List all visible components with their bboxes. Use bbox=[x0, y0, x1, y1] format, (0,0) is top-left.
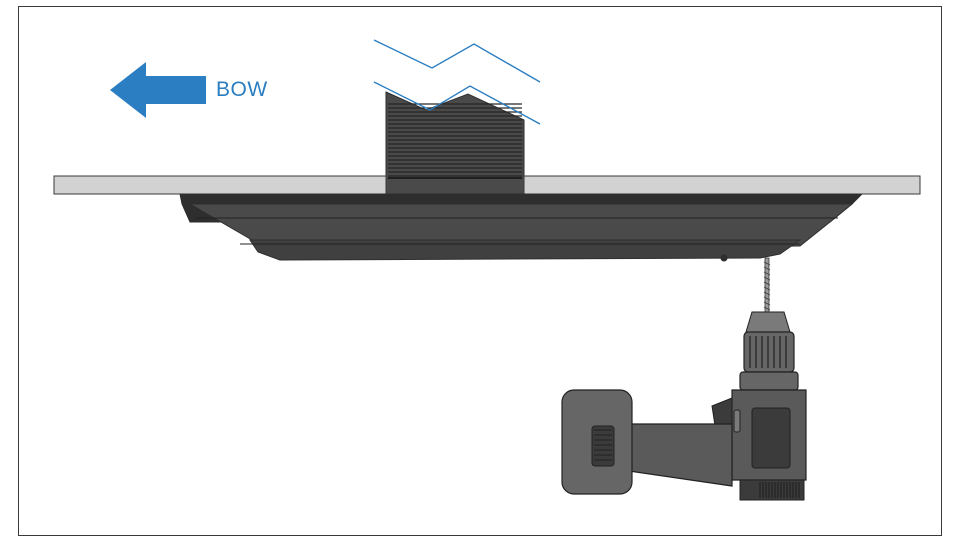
bit-twist bbox=[763, 261, 771, 266]
break-lines bbox=[373, 39, 541, 125]
drill-icon bbox=[561, 311, 807, 501]
bit-twist bbox=[763, 296, 771, 301]
drill-bit bbox=[763, 257, 771, 315]
transducer-stem bbox=[385, 91, 525, 201]
bit-twist bbox=[763, 286, 771, 291]
bit-twist bbox=[763, 271, 771, 276]
bit-twist bbox=[763, 281, 771, 286]
arrow-left-icon bbox=[110, 62, 206, 118]
bit-twist bbox=[763, 306, 771, 311]
bow-label: BOW bbox=[216, 78, 268, 101]
bit-twist bbox=[763, 266, 771, 271]
bit-twist bbox=[763, 291, 771, 296]
transducer-icon bbox=[179, 193, 864, 262]
bit-twist bbox=[763, 301, 771, 306]
hull-section bbox=[53, 175, 921, 195]
bit-twist bbox=[763, 276, 771, 281]
